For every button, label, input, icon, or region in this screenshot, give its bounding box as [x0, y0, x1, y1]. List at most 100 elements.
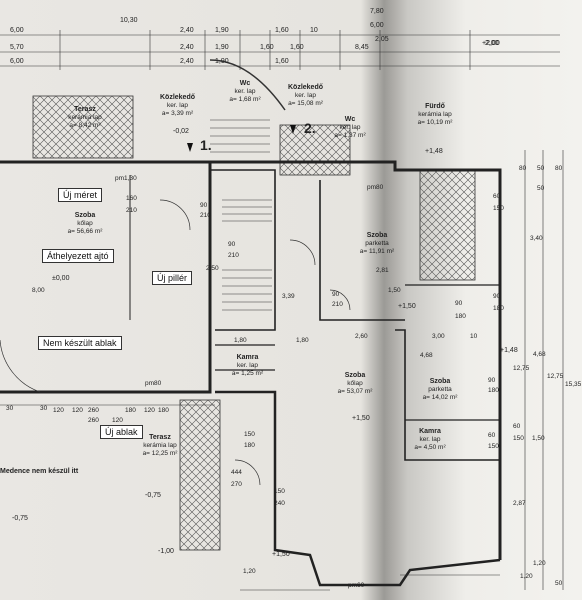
callout-not-built-window: Nem készült ablak — [38, 336, 122, 350]
svg-text:80: 80 — [555, 165, 563, 172]
svg-text:-0,75: -0,75 — [145, 492, 161, 499]
svg-text:1,60: 1,60 — [260, 44, 274, 51]
svg-text:180: 180 — [158, 407, 169, 414]
svg-text:3,39: 3,39 — [282, 293, 295, 300]
svg-text:150: 150 — [493, 205, 504, 212]
svg-text:1,90: 1,90 — [215, 58, 229, 65]
svg-text:5,70: 5,70 — [10, 44, 24, 51]
svg-text:2,40: 2,40 — [180, 27, 194, 34]
svg-text:12,75: 12,75 — [513, 365, 530, 372]
svg-text:6,00: 6,00 — [370, 22, 384, 29]
svg-text:80: 80 — [519, 165, 527, 172]
svg-text:120: 120 — [112, 417, 123, 424]
svg-text:90: 90 — [200, 202, 208, 209]
svg-text:±0,00: ±0,00 — [52, 275, 70, 282]
svg-text:150: 150 — [274, 488, 285, 495]
top-dimension-labels: 6,00 10,30 2,40 1,90 1,60 10 7,80 5,70 2… — [10, 8, 499, 65]
svg-text:2,81: 2,81 — [376, 267, 389, 274]
svg-text:120: 120 — [72, 407, 83, 414]
svg-text:180: 180 — [493, 305, 504, 312]
svg-text:+1,50: +1,50 — [398, 303, 416, 310]
svg-text:4,68: 4,68 — [533, 351, 546, 358]
svg-text:180: 180 — [125, 407, 136, 414]
svg-text:1,20: 1,20 — [520, 573, 533, 580]
svg-text:180: 180 — [244, 442, 255, 449]
terrace-bottom-hatch — [179, 399, 221, 551]
callout-new-pillar: Új pillér — [152, 271, 193, 285]
svg-text:2,40: 2,40 — [180, 58, 194, 65]
svg-text:150: 150 — [244, 431, 255, 438]
svg-text:90: 90 — [332, 291, 340, 298]
svg-text:1,90: 1,90 — [215, 44, 229, 51]
left-dimension-labels: 8,00 30 120 260 120 180 30 — [6, 287, 136, 424]
top-dimension-lines — [0, 30, 560, 70]
stairs — [210, 119, 272, 311]
corridor-hatch — [279, 124, 351, 176]
callout-new-window: Új ablak — [100, 425, 143, 439]
section-arrow-1 — [187, 143, 193, 152]
svg-text:+1,50: +1,50 — [272, 551, 290, 558]
note-pool-not-here: Medence nem készül itt — [0, 468, 79, 475]
svg-text:1,60: 1,60 — [275, 58, 289, 65]
svg-text:-1,00: -1,00 — [158, 548, 174, 555]
terrace-top-hatch — [32, 95, 134, 159]
svg-text:pm80: pm80 — [367, 184, 384, 191]
right-dimension-lines — [524, 150, 564, 590]
walls — [0, 160, 502, 587]
svg-text:10: 10 — [470, 333, 478, 340]
svg-text:120: 120 — [53, 407, 64, 414]
svg-text:180: 180 — [455, 313, 466, 320]
svg-text:50: 50 — [537, 185, 545, 192]
svg-text:150: 150 — [513, 435, 524, 442]
svg-text:8,45: 8,45 — [355, 44, 369, 51]
svg-text:6,00: 6,00 — [10, 58, 24, 65]
section-mark-2: 2. — [304, 120, 316, 136]
svg-text:7,80: 7,80 — [370, 8, 384, 15]
svg-text:1,50: 1,50 — [388, 287, 401, 294]
svg-text:150: 150 — [488, 443, 499, 450]
svg-text:2,00: 2,00 — [485, 40, 499, 47]
svg-text:1,20: 1,20 — [243, 568, 256, 575]
svg-text:3,00: 3,00 — [432, 333, 445, 340]
svg-text:260: 260 — [88, 407, 99, 414]
svg-text:pm60: pm60 — [348, 582, 365, 589]
section-arrow-2 — [290, 125, 296, 134]
svg-text:444: 444 — [231, 469, 242, 476]
curved-canopy — [209, 59, 286, 111]
svg-text:210: 210 — [200, 212, 211, 219]
svg-text:+1,48: +1,48 — [500, 347, 518, 354]
door-swings — [0, 199, 351, 486]
svg-text:90: 90 — [455, 300, 463, 307]
svg-text:60: 60 — [488, 432, 496, 439]
svg-text:+1,48: +1,48 — [425, 148, 443, 155]
svg-text:30: 30 — [6, 405, 14, 412]
callout-new-size: Új méret — [58, 188, 103, 202]
bathroom-tile-hatch — [419, 169, 476, 281]
svg-text:210: 210 — [228, 252, 239, 259]
svg-text:240: 240 — [274, 500, 285, 507]
svg-text:+2,00: +2,00 — [482, 40, 500, 47]
section-mark-1: 1. — [200, 137, 212, 153]
svg-text:270: 270 — [231, 481, 242, 488]
svg-text:pm1,30: pm1,30 — [115, 175, 137, 182]
svg-text:160: 160 — [126, 195, 137, 202]
svg-text:1,50: 1,50 — [532, 435, 545, 442]
svg-text:180: 180 — [488, 387, 499, 394]
svg-text:1,80: 1,80 — [234, 337, 247, 344]
inner-dimension-labels: pm1,30 160 210 90 210 90 210 2,50 1,80 9… — [72, 175, 533, 589]
svg-text:60: 60 — [493, 193, 501, 200]
svg-text:12,75: 12,75 — [547, 373, 564, 380]
svg-text:8,00: 8,00 — [32, 287, 45, 294]
svg-text:30: 30 — [40, 405, 48, 412]
svg-text:1,20: 1,20 — [533, 560, 546, 567]
svg-text:4,68: 4,68 — [420, 352, 433, 359]
svg-text:6,00: 6,00 — [10, 27, 24, 34]
